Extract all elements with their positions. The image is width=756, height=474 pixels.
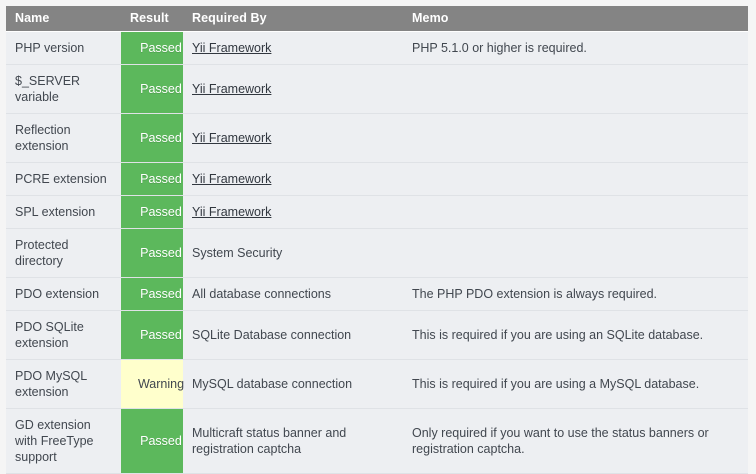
cell-required-by: MySQL database connection: [183, 359, 403, 409]
table-row: PDO MySQL extension Warning MySQL database…: [6, 359, 748, 409]
required-by-link[interactable]: Yii Framework: [192, 172, 272, 186]
requirements-table: Name Result Required By Memo PHP version…: [6, 6, 748, 474]
required-by-text: All database connections: [192, 287, 331, 301]
status-badge: Passed: [121, 113, 183, 163]
status-badge-label: Passed: [140, 246, 182, 260]
cell-requirement-name: SPL extension: [6, 195, 121, 229]
status-badge: Passed: [121, 408, 183, 474]
cell-memo: This is required if you are using a MySQ…: [403, 359, 748, 409]
table-row: PDO SQLite extension Passed SQLite Databas…: [6, 310, 748, 360]
cell-requirement-name: PHP version: [6, 31, 121, 65]
status-badge-label: Passed: [140, 131, 182, 145]
status-badge-label: Passed: [140, 328, 182, 342]
cell-requirement-name: PDO MySQL extension: [6, 359, 121, 409]
table-row: $_SERVER variable Passed Yii Framework: [6, 64, 748, 114]
cell-required-by: Yii Framework: [183, 195, 403, 229]
status-badge: Warning: [121, 359, 184, 409]
status-badge-label: Passed: [140, 434, 182, 448]
status-badge: Passed: [121, 31, 183, 65]
status-badge-label: Passed: [140, 82, 182, 96]
cell-memo: [403, 162, 748, 196]
table-header-row: Name Result Required By Memo: [6, 6, 748, 32]
column-header-required-by: Required By: [183, 6, 403, 32]
required-by-text: Multicraft status banner and registratio…: [192, 426, 347, 456]
required-by-link[interactable]: Yii Framework: [192, 82, 272, 96]
status-badge-label: Passed: [140, 41, 182, 55]
required-by-link[interactable]: Yii Framework: [192, 131, 272, 145]
table-row: Reflection extension Passed Yii Framework: [6, 113, 748, 163]
cell-required-by: Multicraft status banner and registratio…: [183, 408, 403, 474]
status-badge: Passed: [121, 228, 183, 278]
table-row: PDO extension Passed All database connecti…: [6, 277, 748, 311]
cell-required-by: Yii Framework: [183, 113, 403, 163]
column-header-name: Name: [6, 6, 121, 32]
column-header-result: Result: [121, 6, 183, 32]
cell-memo: [403, 113, 748, 163]
table-row: PHP version Passed Yii Framework PHP 5.1.0 …: [6, 31, 748, 65]
cell-memo: [403, 195, 748, 229]
cell-required-by: Yii Framework: [183, 64, 403, 114]
cell-required-by: Yii Framework: [183, 31, 403, 65]
cell-memo: Only required if you want to use the sta…: [403, 408, 748, 474]
cell-requirement-name: PDO SQLite extension: [6, 310, 121, 360]
cell-requirement-name: PDO extension: [6, 277, 121, 311]
status-badge: Passed: [121, 162, 183, 196]
status-badge: Passed: [121, 310, 183, 360]
required-by-link[interactable]: Yii Framework: [192, 205, 272, 219]
cell-memo: This is required if you are using an SQL…: [403, 310, 748, 360]
cell-memo: [403, 64, 748, 114]
column-header-memo: Memo: [403, 6, 748, 32]
table-header: Name Result Required By Memo: [6, 6, 748, 32]
cell-requirement-name: $_SERVER variable: [6, 64, 121, 114]
cell-required-by: Yii Framework: [183, 162, 403, 196]
cell-requirement-name: Reflection extension: [6, 113, 121, 163]
required-by-text: SQLite Database connection: [192, 328, 352, 342]
cell-required-by: All database connections: [183, 277, 403, 311]
cell-memo: The PHP PDO extension is always required…: [403, 277, 748, 311]
table-row: Protected directory Passed System Security: [6, 228, 748, 278]
status-badge: Passed: [121, 195, 183, 229]
cell-memo: PHP 5.1.0 or higher is required.: [403, 31, 748, 65]
table-row: SPL extension Passed Yii Framework: [6, 195, 748, 229]
status-badge: Passed: [121, 64, 183, 114]
required-by-link[interactable]: Yii Framework: [192, 41, 272, 55]
status-badge-label: Warning: [137, 377, 185, 391]
table-row: GD extension with FreeType support Passed…: [6, 408, 748, 474]
required-by-text: System Security: [192, 246, 283, 260]
required-by-text: MySQL database connection: [192, 377, 353, 391]
status-badge-label: Passed: [140, 205, 182, 219]
status-badge-label: Passed: [140, 287, 182, 301]
cell-required-by: System Security: [183, 228, 403, 278]
status-badge-label: Passed: [140, 172, 182, 186]
cell-memo: [403, 228, 748, 278]
cell-requirement-name: GD extension with FreeType support: [6, 408, 121, 474]
cell-required-by: SQLite Database connection: [183, 310, 403, 360]
status-badge: Passed: [121, 277, 183, 311]
cell-requirement-name: Protected directory: [6, 228, 121, 278]
table-row: PCRE extension Passed Yii Framework: [6, 162, 748, 196]
cell-requirement-name: PCRE extension: [6, 162, 121, 196]
